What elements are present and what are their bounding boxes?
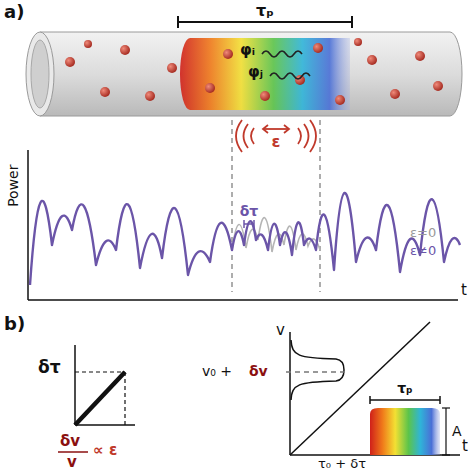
guide-lines [232,120,320,292]
axis-label: ∝ ε [93,442,117,459]
photon-waves [262,51,310,79]
strain-waves [236,120,316,152]
arrival-time: τ₀ + δτ [318,457,366,471]
linear-plot [58,345,135,452]
velocity-label: v₀ + [202,364,232,379]
atoms [65,38,443,105]
fiber [26,32,462,116]
delay-label: δτ [238,204,261,219]
strain-label: ε [272,133,281,151]
velocity-label: δv [249,364,268,379]
panel-label: b) [4,314,25,334]
shift-marker [244,220,254,228]
pulse-duration: τₚ [256,2,274,20]
velocity-plot [286,322,460,455]
photon-label: φⱼ [248,64,263,81]
photon-label: φᵢ [240,42,255,59]
axis-label: δτ [38,358,61,377]
axis-label: Power [6,165,21,207]
pulse-duration: τₚ [397,381,413,396]
panel-label: a) [4,2,24,22]
axis-label: t [462,438,468,455]
axis-label: δv [60,433,80,450]
axis-label: v [276,322,285,339]
power-trace [30,193,460,285]
amplitude-label: A [452,424,462,439]
trace-label: ε=0 [410,226,436,240]
axis-label: v [67,454,77,471]
axis-label: t [461,282,467,299]
trace-label: ε≠0 [410,244,436,258]
